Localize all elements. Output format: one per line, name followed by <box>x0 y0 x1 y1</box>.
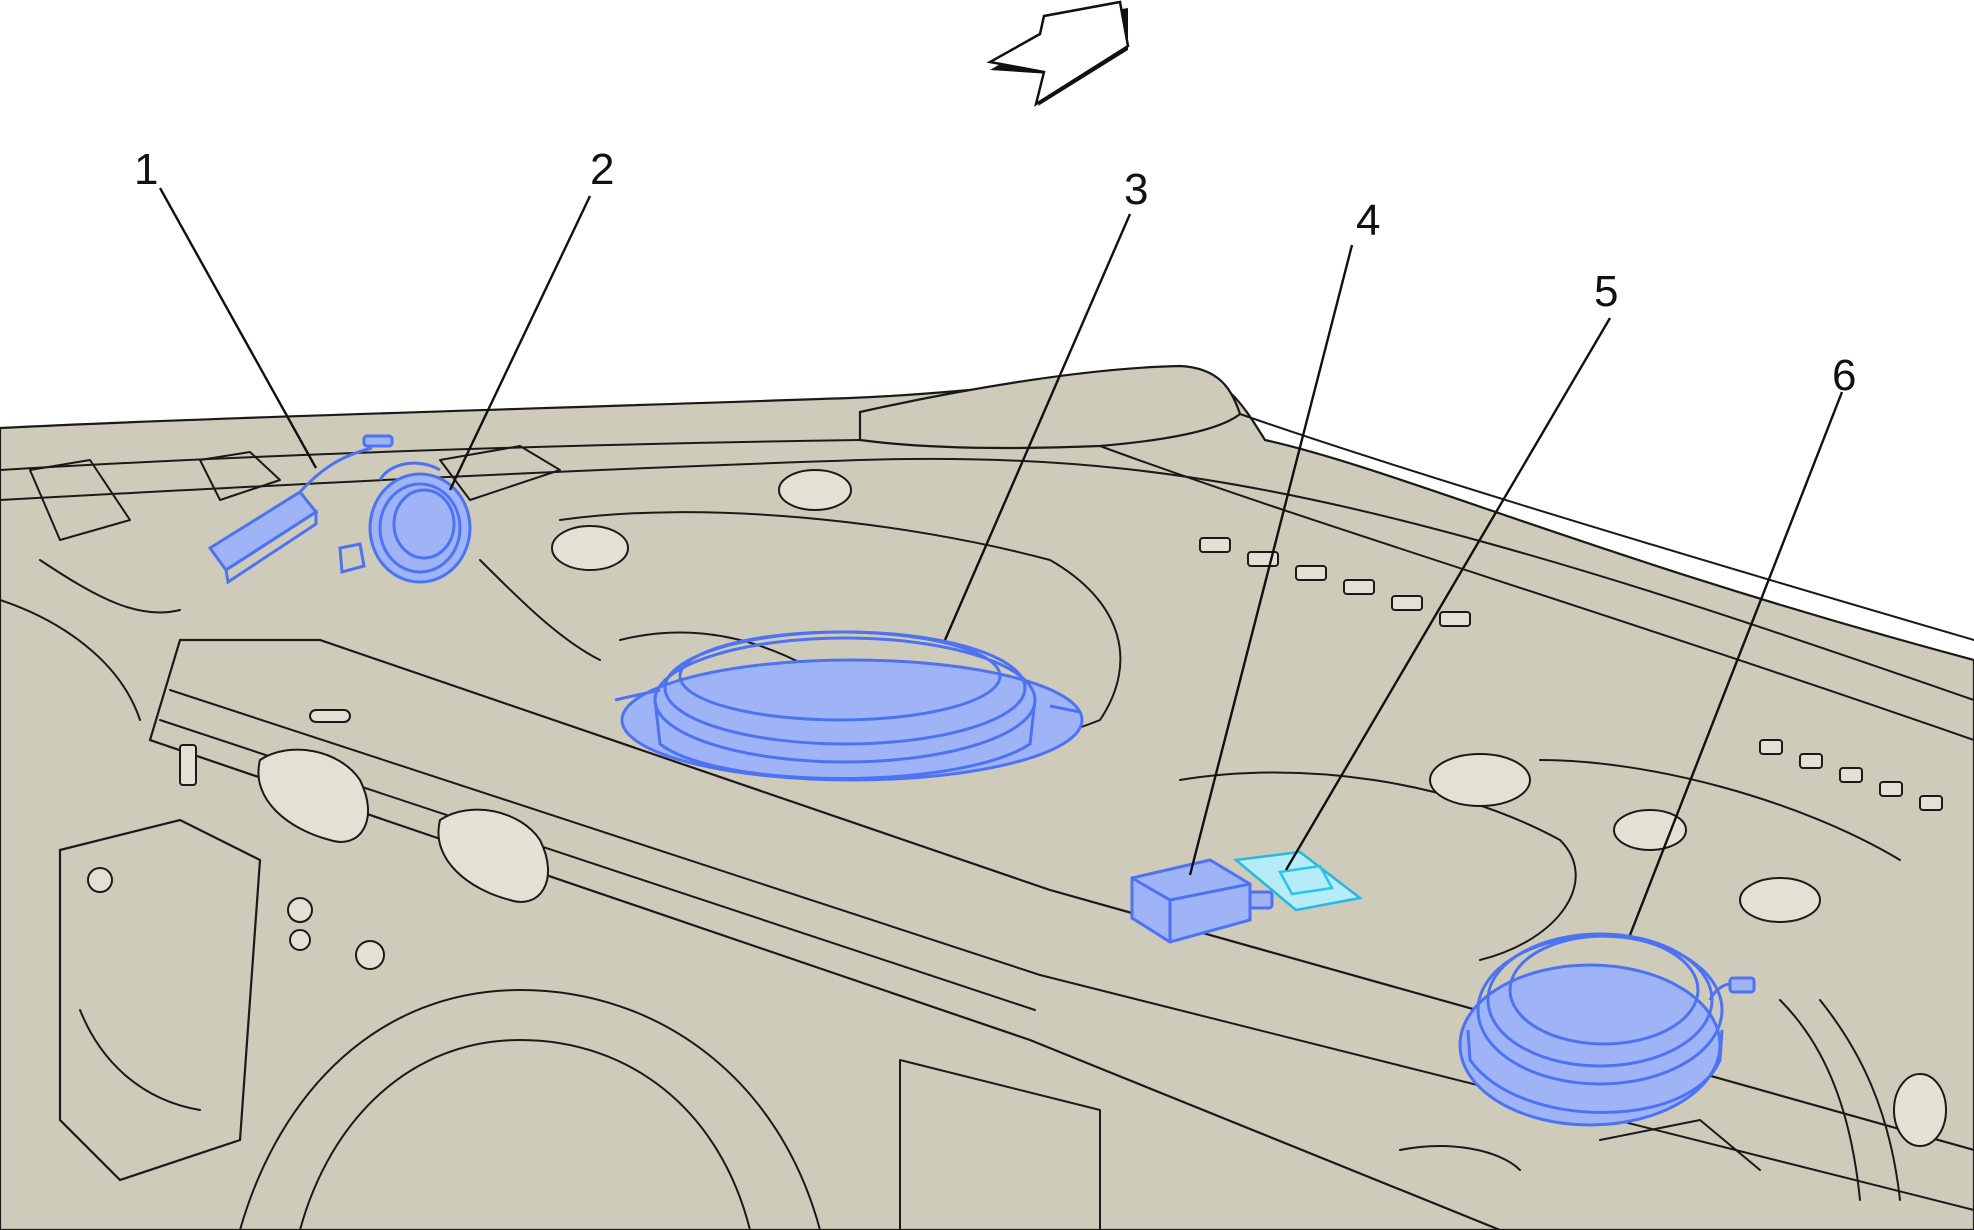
callout-5: 5 <box>1594 267 1618 316</box>
forward-arrow-icon <box>986 0 1130 107</box>
leader-5 <box>1284 317 1612 871</box>
component-5-bracket <box>1232 850 1364 912</box>
callout-2: 2 <box>590 145 614 194</box>
callout-leaders <box>158 187 1844 936</box>
leader-4 <box>1188 244 1354 876</box>
component-6-large-speaker <box>1458 932 1756 1127</box>
callout-3: 3 <box>1124 165 1148 214</box>
component-1-module <box>207 434 394 585</box>
leader-2 <box>448 195 592 491</box>
component-4-module <box>1130 858 1274 944</box>
callout-6: 6 <box>1832 351 1856 400</box>
rear-edge-slots <box>1199 537 1943 811</box>
leader-3 <box>943 213 1132 641</box>
leader-6 <box>1628 391 1844 936</box>
component-3-large-speaker <box>614 630 1084 782</box>
leader-1 <box>158 187 318 469</box>
callout-4: 4 <box>1356 196 1380 245</box>
callout-1: 1 <box>134 145 158 194</box>
component-2-small-speaker <box>338 461 472 584</box>
callout-labels: 1 2 3 4 5 6 <box>134 145 1856 400</box>
